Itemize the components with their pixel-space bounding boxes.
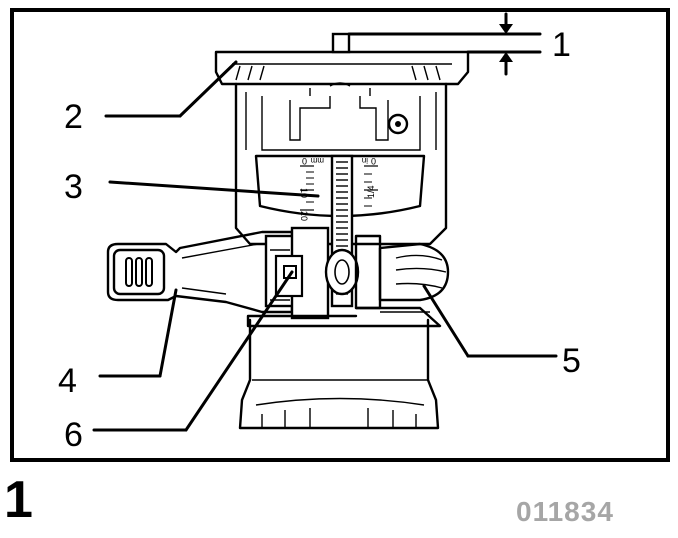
base-plate	[214, 32, 470, 86]
fine-adjust-knob	[246, 234, 450, 328]
scale-unit-left: mm	[310, 156, 324, 165]
scale-ticks-right	[364, 165, 378, 207]
leader-lines	[92, 60, 558, 432]
callout-5: 5	[562, 342, 581, 380]
scale-label-right-0: 0	[371, 156, 376, 166]
depth-pin	[331, 32, 351, 54]
callout-4: 4	[58, 362, 77, 400]
callout-2: 2	[64, 98, 83, 136]
scale-unit-right: in	[362, 156, 368, 165]
scale-label-right-quarter: 1/4	[366, 185, 376, 198]
callout-1: 1	[552, 26, 571, 64]
pinion-gear	[324, 248, 360, 296]
scale-label-left-20: 20	[299, 211, 309, 221]
locking-clamp	[264, 226, 330, 320]
callout-6: 6	[64, 416, 83, 454]
callout-3: 3	[64, 168, 83, 206]
figure-number: 1	[4, 471, 33, 529]
motor-housing	[238, 318, 440, 430]
scale-label-left-10: 10	[299, 188, 309, 198]
figure-code: 011834	[516, 496, 614, 527]
dimension-arrows	[347, 12, 542, 76]
scale-label-left-0: 0	[302, 156, 307, 166]
figure-frame	[10, 8, 670, 462]
